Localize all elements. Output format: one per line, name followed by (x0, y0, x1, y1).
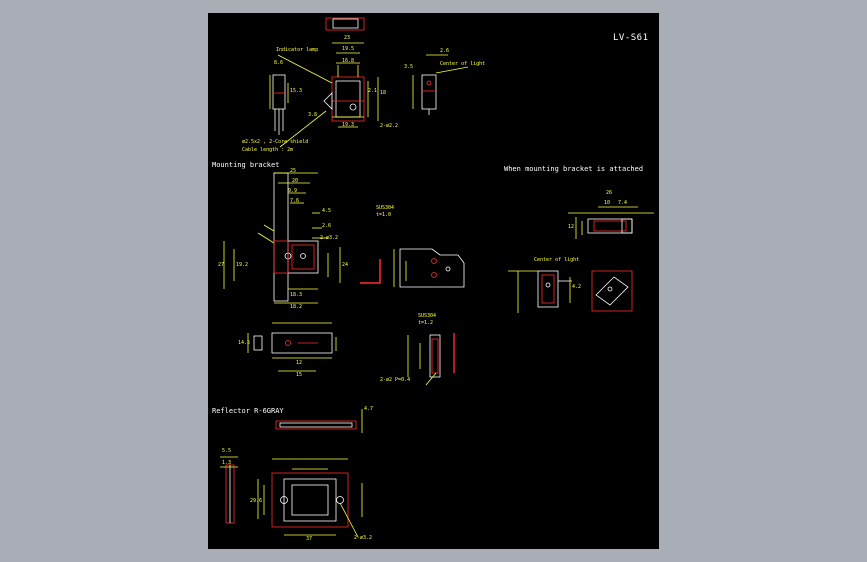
dim-12b: 12 (568, 224, 575, 230)
sensor-right-view (412, 54, 469, 115)
dim-10: 10 (604, 200, 611, 206)
dim-14-5: 14.5 (238, 340, 251, 346)
dim-1-3: 1.3 (222, 460, 232, 466)
section-title-when-attached: When mounting bracket is attached (504, 165, 644, 173)
dim-29-6: 29.6 (250, 498, 263, 504)
technical-drawing (220, 17, 654, 538)
bracket2-front-view (407, 333, 455, 386)
note-holes-1: 2-ø2.2 (380, 123, 399, 129)
dim-4-2: 4.2 (572, 284, 582, 290)
dim-19-2: 19.2 (236, 262, 249, 268)
dim-7-4: 7.4 (618, 200, 628, 206)
note-material-2: SUS304 (418, 313, 437, 319)
attached-side-view (591, 270, 633, 312)
sensor-left-view (269, 74, 289, 135)
dim-26: 26 (606, 190, 613, 196)
note-center-of-light-top: Center of light (440, 61, 486, 67)
note-cable: ø2.5x2 , 2-Core shield (242, 139, 309, 145)
dim-4-7: 4.7 (364, 406, 374, 412)
dim-3-8: 3.8 (308, 112, 318, 118)
dim-16-8: 16.8 (342, 58, 355, 64)
bracket-plan-view (247, 322, 337, 372)
reflector-front-view (257, 458, 363, 538)
dim-23: 23 (344, 35, 351, 41)
bracket-main-view (223, 172, 341, 304)
model-title: LV-S61 (613, 33, 649, 43)
dim-15: 15 (296, 372, 303, 378)
note-center-of-light-right: Center of light (534, 257, 580, 263)
dim-15-3: 15.3 (290, 88, 303, 94)
note-holes-3: 2-ø2 P=0.4 (380, 377, 411, 383)
note-holes-4: 2-ø3.2 (354, 535, 373, 541)
section-title-reflector: Reflector R-6GRAY (212, 407, 284, 415)
dim-2-6: 2.6 (440, 48, 450, 54)
dim-19-5: 19.5 (342, 46, 355, 52)
bracket-l-view (360, 259, 381, 284)
drawing-sheet[interactable]: LV-S61 Mounting bracket When mounting br… (208, 13, 659, 549)
attached-front-view (508, 270, 572, 313)
sensor-front-view (277, 17, 379, 148)
dim-9-9: 9.9 (288, 188, 298, 194)
dim-19-3: 19.3 (342, 122, 355, 128)
note-indicator-lamp: Indicator lamp (276, 47, 319, 53)
dim-7-6: 7.6 (290, 198, 300, 204)
dim-8-6: 8.6 (274, 60, 284, 66)
attached-top-view (568, 206, 654, 239)
dim-2-6b: 2.6 (322, 223, 332, 229)
note-cable-length: Cable length : 2m (242, 147, 294, 153)
reflector-side-view (220, 456, 238, 524)
dim-5-5: 5.5 (222, 448, 232, 454)
dim-3-5: 3.5 (404, 64, 414, 70)
dim-2-1: 2.1 (368, 88, 378, 94)
dim-18: 18 (380, 90, 387, 96)
section-title-mounting-bracket: Mounting bracket (212, 161, 280, 169)
note-thickness-1: t=1.0 (376, 212, 392, 218)
dim-24: 24 (342, 262, 349, 268)
dim-4-5: 4.5 (322, 208, 332, 214)
dim-37: 37 (306, 536, 313, 542)
dim-12: 12 (296, 360, 303, 366)
reflector-top-view (275, 409, 363, 433)
dim-25: 25 (290, 168, 297, 174)
note-holes-2: 2-ø3.2 (320, 235, 339, 241)
dim-18-3: 18.3 (290, 292, 303, 298)
note-material-1: SUS304 (376, 205, 395, 211)
note-thickness-2: t=1.2 (418, 320, 434, 326)
dim-18-2: 18.2 (290, 304, 303, 310)
bracket-plate-view (393, 248, 465, 288)
dim-27: 27 (218, 262, 225, 268)
dim-20: 20 (292, 178, 299, 184)
